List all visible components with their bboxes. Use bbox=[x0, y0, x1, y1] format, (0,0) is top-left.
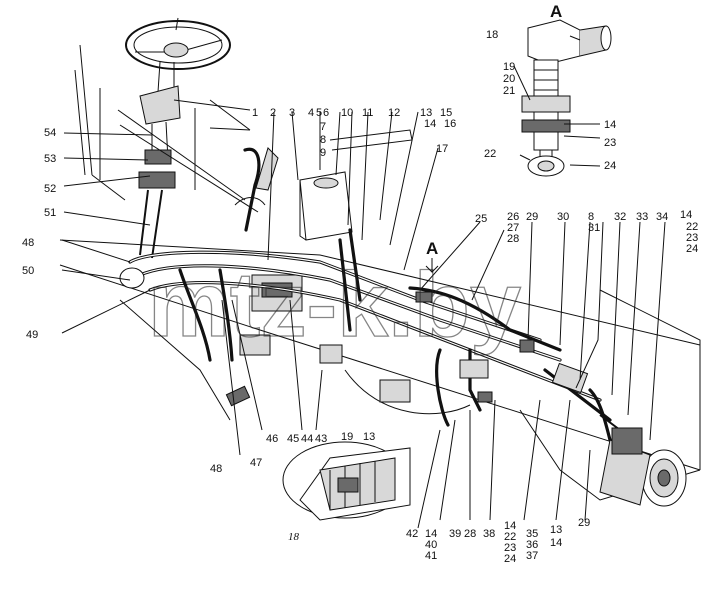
callout: 26 bbox=[507, 211, 519, 223]
callout: 13 bbox=[550, 524, 562, 536]
callout: 47 bbox=[250, 457, 262, 469]
callout: 54 bbox=[44, 127, 56, 139]
callout: 18 bbox=[486, 29, 498, 41]
callout: 13 bbox=[363, 431, 375, 443]
callout: 14 bbox=[425, 528, 437, 540]
misc-components bbox=[119, 267, 535, 407]
callout: 1 bbox=[252, 107, 258, 119]
callout: 30 bbox=[557, 211, 569, 223]
callout: 48 bbox=[210, 463, 222, 475]
callout: 40 bbox=[425, 539, 437, 551]
hydraulic-pipelines bbox=[128, 228, 612, 442]
callout: 14 bbox=[424, 118, 436, 130]
callout: 50 bbox=[22, 265, 34, 277]
callout: 13 bbox=[420, 107, 432, 119]
callout: 14 bbox=[504, 520, 516, 532]
callout: 24 bbox=[686, 243, 698, 255]
callout: 45 bbox=[287, 433, 299, 445]
callout: 48 bbox=[22, 237, 34, 249]
callout: 3 bbox=[289, 107, 295, 119]
oil-tank bbox=[299, 171, 353, 241]
callout: 6 bbox=[323, 107, 329, 119]
callout: 11 bbox=[362, 107, 373, 119]
callout: 14 bbox=[550, 537, 562, 549]
callout: 14 bbox=[680, 209, 692, 221]
callout: 28 bbox=[507, 233, 519, 245]
callout: 31 bbox=[588, 222, 600, 234]
callout: 33 bbox=[636, 211, 648, 223]
callout: 38 bbox=[483, 528, 495, 540]
callout: 22 bbox=[484, 148, 496, 160]
callout: 23 bbox=[686, 232, 698, 244]
steering-wheel bbox=[125, 17, 231, 70]
callout: 46 bbox=[266, 433, 278, 445]
callout: 17 bbox=[436, 143, 448, 155]
callout: 21 bbox=[503, 85, 515, 97]
cab-frame bbox=[79, 44, 259, 213]
callout: 51 bbox=[44, 207, 56, 219]
leader-lines bbox=[61, 35, 666, 529]
callout: 19 bbox=[341, 431, 353, 443]
callout: 19 bbox=[503, 61, 515, 73]
callout: 29 bbox=[578, 517, 590, 529]
callout: 18 bbox=[288, 531, 300, 543]
section-detail bbox=[282, 441, 411, 521]
view-a-detail bbox=[521, 19, 612, 177]
callout: 24 bbox=[504, 553, 516, 565]
callout: 24 bbox=[604, 160, 616, 172]
callout: 28 bbox=[464, 528, 476, 540]
callout: 8 bbox=[588, 211, 594, 223]
callout: 39 bbox=[449, 528, 461, 540]
callout: 32 bbox=[614, 211, 626, 223]
callout: 23 bbox=[604, 137, 616, 149]
callout: 43 bbox=[315, 433, 327, 445]
callout: 34 bbox=[656, 211, 668, 223]
callout: 35 bbox=[526, 528, 538, 540]
callout: 7 bbox=[320, 121, 326, 133]
callout: 5 bbox=[316, 107, 322, 119]
callout: 22 bbox=[686, 221, 698, 233]
callout: 49 bbox=[26, 329, 38, 341]
callout: 8 bbox=[320, 134, 326, 146]
callout: 23 bbox=[504, 542, 516, 554]
callout: 44 bbox=[301, 433, 313, 445]
callout: 52 bbox=[44, 183, 56, 195]
callout: 36 bbox=[526, 539, 538, 551]
view-letter-label: А bbox=[550, 2, 562, 21]
callout: 14 bbox=[604, 119, 616, 131]
callout: 37 bbox=[526, 550, 538, 562]
wheel-hub bbox=[599, 427, 687, 507]
callout: 10 bbox=[341, 107, 353, 119]
callout: 53 bbox=[44, 153, 56, 165]
callout: 9 bbox=[320, 147, 326, 159]
view-letter-marker: А bbox=[426, 239, 438, 258]
callout: 4 bbox=[308, 107, 314, 119]
callout: 20 bbox=[503, 73, 515, 85]
callout: 2 bbox=[270, 107, 276, 119]
callout: 42 bbox=[406, 528, 418, 540]
callout-labels: 1 2 3 4 5 6 7 8 9 10 11 12 13 14 15 16 1… bbox=[22, 29, 698, 565]
callout: 22 bbox=[504, 531, 516, 543]
watermark: mtz-k.by bbox=[148, 254, 521, 356]
callout: 16 bbox=[444, 118, 456, 130]
callout: 27 bbox=[507, 222, 519, 234]
callout: 15 bbox=[440, 107, 452, 119]
callout: 41 bbox=[425, 550, 437, 562]
callout: 12 bbox=[388, 107, 400, 119]
callout: 25 bbox=[475, 213, 487, 225]
callout: 29 bbox=[526, 211, 538, 223]
